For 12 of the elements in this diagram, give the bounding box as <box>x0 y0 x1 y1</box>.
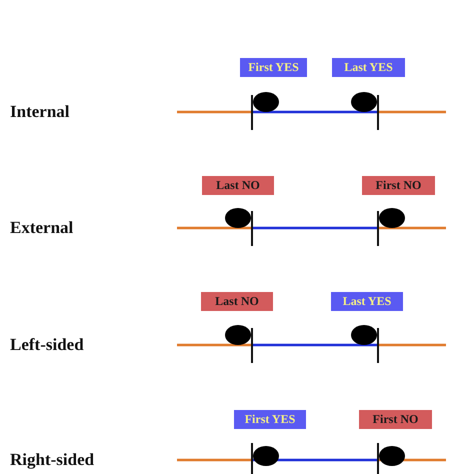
label-tag: Last YES <box>331 292 403 311</box>
label-tag: Last NO <box>201 292 273 311</box>
row-label: Right-sided <box>10 450 94 470</box>
row-label: Left-sided <box>10 335 84 355</box>
label-tag: First YES <box>234 410 306 429</box>
label-tag: Last YES <box>332 58 405 77</box>
label-tag: First NO <box>362 176 435 195</box>
label-tag: First YES <box>240 58 307 77</box>
row-label: External <box>10 218 74 238</box>
label-tag: Last NO <box>202 176 274 195</box>
row-label: Internal <box>10 102 70 122</box>
label-tag: First NO <box>359 410 432 429</box>
